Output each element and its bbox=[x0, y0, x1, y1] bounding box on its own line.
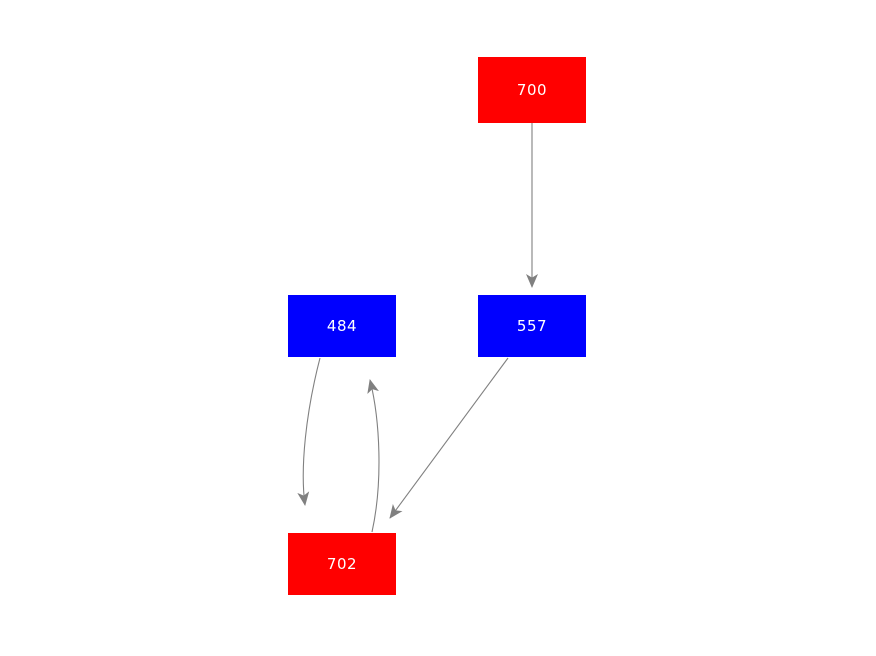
graph-node-700[interactable]: 700 bbox=[478, 57, 586, 123]
edge-557-to-702 bbox=[389, 357, 509, 519]
graph-node-702[interactable]: 702 bbox=[288, 533, 396, 595]
graph-node-label: 484 bbox=[326, 316, 358, 335]
graph-node-label: 700 bbox=[516, 80, 548, 99]
graph-node-557[interactable]: 557 bbox=[478, 295, 586, 357]
graph-node-484[interactable]: 484 bbox=[288, 295, 396, 357]
graph-node-label: 702 bbox=[326, 554, 358, 573]
edge-702-to-484 bbox=[367, 379, 380, 533]
edge-484-to-702 bbox=[297, 357, 321, 506]
graph-node-label: 557 bbox=[516, 316, 548, 335]
